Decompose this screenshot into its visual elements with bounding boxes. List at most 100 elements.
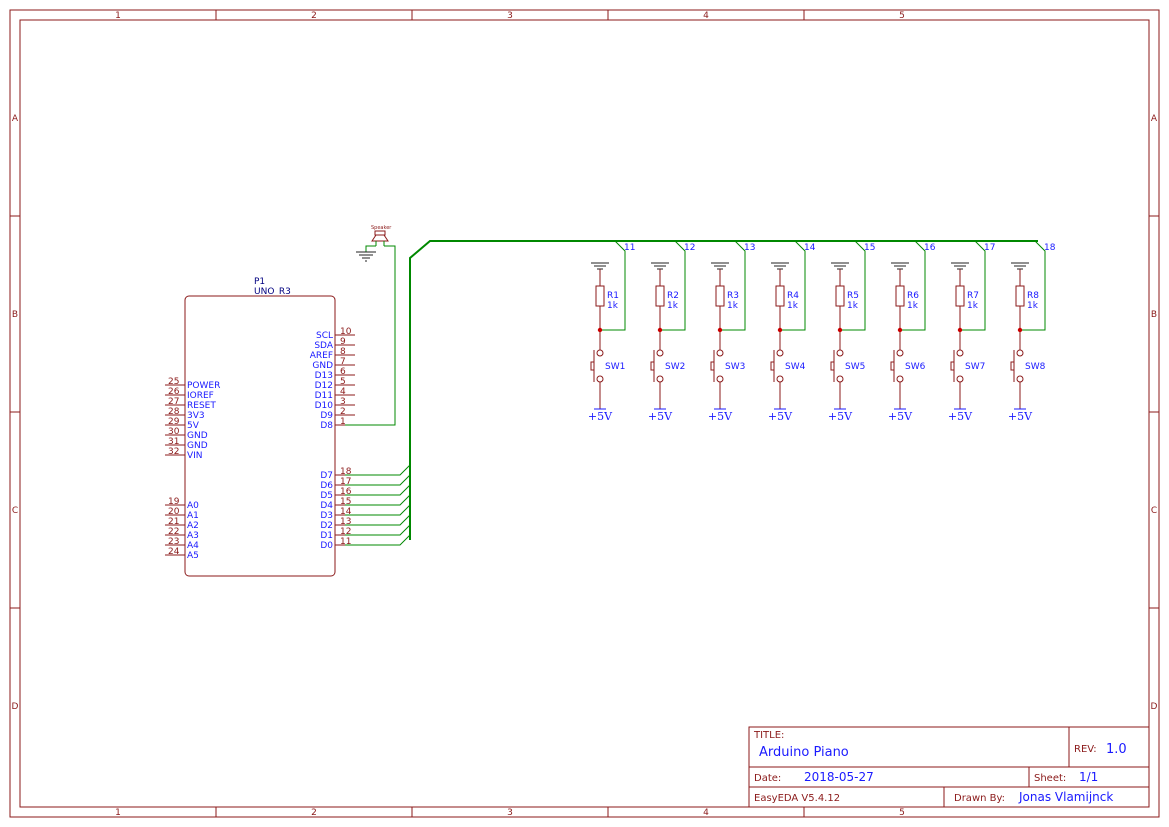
sheet-value: 1/1: [1079, 770, 1098, 784]
switch-ref: SW7: [965, 362, 985, 372]
pin-name: A4: [187, 541, 199, 551]
gnd-icon: [651, 262, 669, 270]
resistor-ref: R3: [727, 291, 739, 301]
pin-number: 20: [168, 507, 180, 517]
key-signal-wire: [900, 240, 926, 331]
pin-number: 10: [340, 327, 352, 337]
power-label: +5V: [588, 410, 613, 423]
resistor-ref: R4: [787, 291, 799, 301]
sheet-label: Sheet:: [1034, 773, 1066, 784]
switch-contact: [656, 349, 664, 357]
resistor-body: [835, 285, 845, 307]
resistor-body: [1015, 285, 1025, 307]
frame-row-left: B: [12, 310, 18, 320]
key-signal-wire: [600, 240, 626, 331]
pin-name: D3: [320, 511, 333, 521]
pin-number: 13: [340, 517, 351, 527]
power-label: +5V: [648, 410, 673, 423]
bus-net-label: 12: [684, 243, 695, 253]
resistor-ref: R5: [847, 291, 859, 301]
pin-name: D9: [320, 411, 333, 421]
pin-number: 26: [168, 387, 180, 397]
power-label: +5V: [768, 410, 793, 423]
pin-name: A2: [187, 521, 199, 531]
switch-contact: [656, 375, 664, 383]
junction-dot: [597, 327, 603, 333]
switch-contact: [896, 375, 904, 383]
title-label: TITLE:: [753, 730, 784, 741]
date-value: 2018-05-27: [804, 770, 874, 784]
date-label: Date:: [754, 773, 781, 784]
frame-col-top: 4: [703, 11, 709, 21]
resistor-value: 1k: [907, 301, 919, 311]
pin-number: 18: [340, 467, 352, 477]
junction-dot: [777, 327, 783, 333]
switch-contact: [1016, 375, 1024, 383]
resistor-value: 1k: [967, 301, 979, 311]
bus-net-label: 18: [1044, 243, 1056, 253]
key-signal-wire: [960, 240, 986, 331]
frame-row-right: D: [1151, 702, 1158, 712]
pin-number: 1: [340, 417, 346, 427]
resistor-value: 1k: [727, 301, 739, 311]
switch-contact: [896, 349, 904, 357]
pin-number: 5: [340, 377, 346, 387]
resistor-ref: R1: [607, 291, 619, 301]
pin-number: 15: [340, 497, 351, 507]
switch-contact: [956, 349, 964, 357]
bus-entry-wire: [345, 484, 411, 496]
resistor-body: [655, 285, 665, 307]
pin-name: RESET: [187, 401, 216, 411]
frame-row-right: B: [1151, 310, 1157, 320]
pin-name: D2: [320, 521, 333, 531]
resistor-value: 1k: [1027, 301, 1039, 311]
title-block: TITLE: Arduino Piano REV: 1.0 Date: 2018…: [748, 726, 1150, 808]
pin-name: D4: [320, 501, 333, 511]
frame-col-top: 3: [507, 11, 513, 21]
tool-version: EasyEDA V5.4.12: [754, 793, 840, 804]
resistor-value: 1k: [667, 301, 679, 311]
switch-contact: [1016, 349, 1024, 357]
pin-number: 31: [168, 437, 179, 447]
resistor-ref: R7: [967, 291, 979, 301]
pin-number: 3: [340, 397, 346, 407]
switch-contact: [596, 375, 604, 383]
pin-number: 7: [340, 357, 346, 367]
switch-contact: [596, 349, 604, 357]
pin-number: 25: [168, 377, 179, 387]
switch-ref: SW2: [665, 362, 685, 372]
resistor-body: [595, 285, 605, 307]
pin-number: 9: [340, 337, 346, 347]
bus-entry-wire: [345, 494, 411, 506]
pin-name: GND: [187, 441, 208, 451]
key-signal-wire: [1020, 240, 1046, 331]
gnd-icon: [771, 262, 789, 270]
pin-number: 14: [340, 507, 352, 517]
pin-name: D5: [320, 491, 333, 501]
pin-name: SDA: [314, 341, 333, 351]
switch-contact: [716, 375, 724, 383]
pin-number: 29: [168, 417, 180, 427]
signal-bus: [345, 240, 1038, 546]
pin-number: 6: [340, 367, 346, 377]
speaker-label: Speaker: [371, 225, 392, 231]
power-label: +5V: [888, 410, 913, 423]
gnd-icon: [951, 262, 969, 270]
gnd-icon: [1011, 262, 1029, 270]
frame-row-right: C: [1151, 506, 1157, 516]
bus-net-label: 16: [924, 243, 936, 253]
pin-name: A0: [187, 501, 199, 511]
pin-name: 3V3: [187, 411, 205, 421]
bus-entry-wire: [345, 524, 411, 536]
pin-name: A3: [187, 531, 199, 541]
bus-entry-wire: [345, 464, 411, 476]
pin-number: 19: [168, 497, 180, 507]
junction-dot: [1017, 327, 1023, 333]
pin-name: IOREF: [187, 391, 214, 401]
pin-number: 27: [168, 397, 179, 407]
